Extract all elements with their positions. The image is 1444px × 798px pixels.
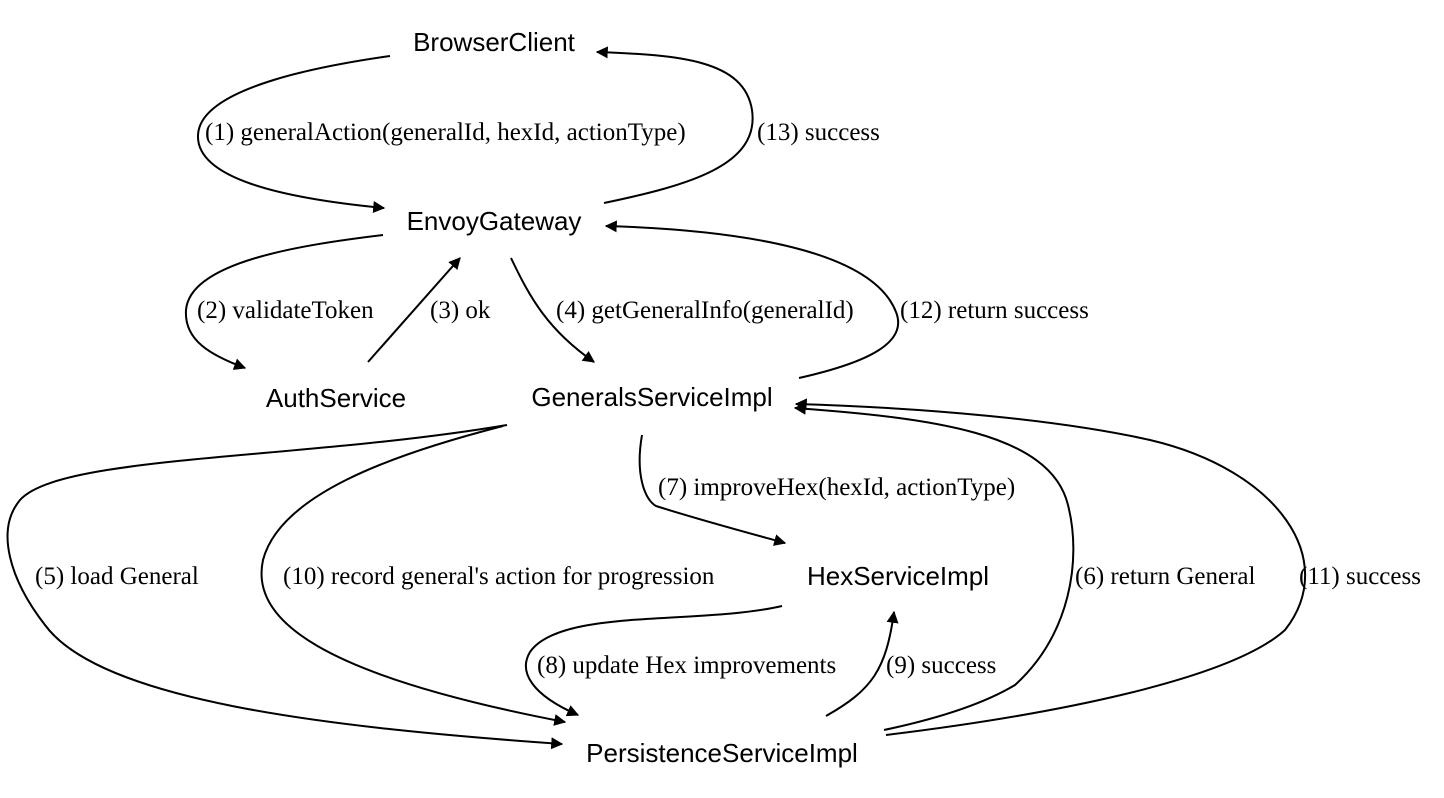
- edge-6-path: [793, 402, 1075, 731]
- edge-4-label: (4) getGeneralInfo(generalId): [556, 297, 854, 324]
- edge-9-path: [825, 610, 899, 717]
- edge-3-label: (3) ok: [430, 297, 491, 324]
- edge-13-path: [595, 46, 754, 204]
- edge-1-label: (1) generalAction(generalId, hexId, acti…: [205, 119, 686, 146]
- edge-12-path: [604, 220, 900, 379]
- edge-2-label: (2) validateToken: [197, 297, 374, 324]
- edge-13-label: (13) success: [757, 119, 880, 146]
- node-envoy-gateway: EnvoyGateway: [407, 206, 582, 236]
- node-browser-client: BrowserClient: [413, 27, 576, 57]
- edge-7-label: (7) improveHex(hexId, actionType): [658, 474, 1015, 501]
- edge-8-path: [525, 605, 783, 717]
- node-hex-service-impl: HexServiceImpl: [807, 561, 989, 591]
- edge-9-label: (9) success: [886, 652, 996, 679]
- node-generals-service-impl: GeneralsServiceImpl: [531, 382, 772, 412]
- edge-11-path: [794, 398, 1307, 736]
- edge-12-label: (12) return success: [900, 297, 1089, 324]
- edge-1-path: [196, 55, 391, 213]
- edge-5-path: [6, 424, 564, 750]
- edge-4-path: [510, 257, 595, 363]
- edge-2-path: [184, 234, 384, 370]
- edge-3-path: [367, 257, 461, 363]
- edge-7-path: [638, 434, 787, 546]
- edge-8-label: (8) update Hex improvements: [537, 652, 836, 679]
- node-auth-service: AuthService: [266, 383, 406, 413]
- edge-10-label: (10) record general's action for progres…: [283, 563, 715, 590]
- node-persistence-service-impl: PersistenceServiceImpl: [586, 738, 858, 768]
- edge-10-path: [260, 425, 567, 726]
- edge-11-label: (11) success: [1299, 563, 1421, 590]
- edge-5-label: (5) load General: [35, 563, 199, 590]
- edge-6-label: (6) return General: [1075, 563, 1256, 590]
